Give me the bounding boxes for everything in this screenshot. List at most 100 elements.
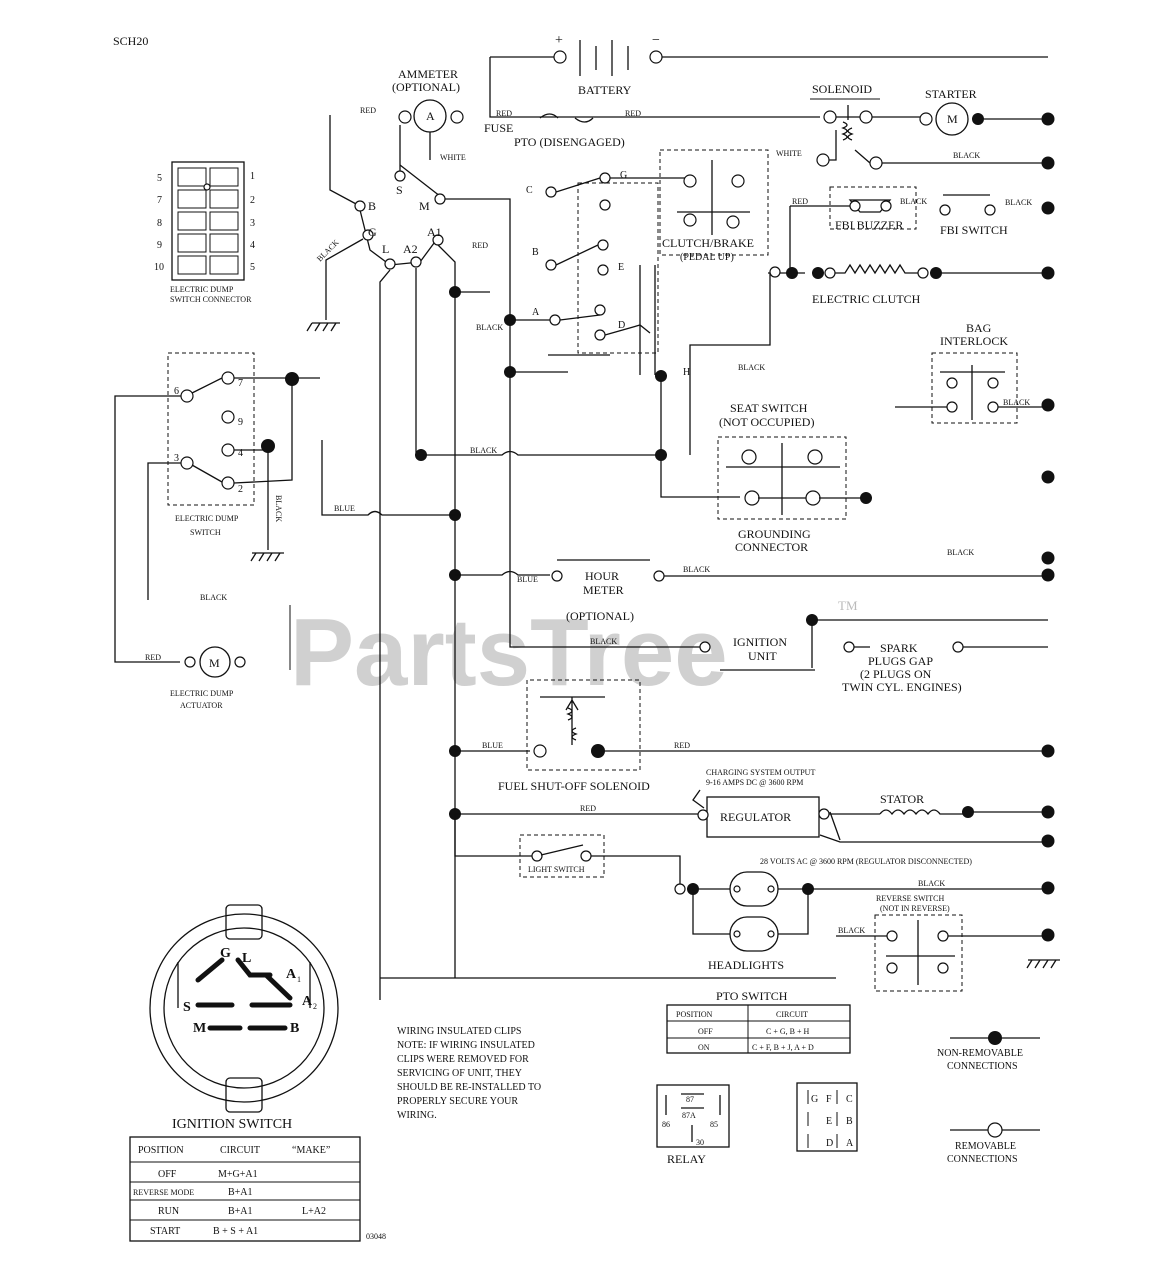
conn-pin-8: 8 [157,218,162,229]
light-switch-label: LIGHT SWITCH [528,865,585,874]
hour-meter-label-1: HOUR [585,569,619,583]
grid-b: B [846,1116,853,1127]
wire-black-main: BLACK [470,446,497,455]
dump-connector-label-1: ELECTRIC DUMP [170,285,234,294]
pto-grid: G F C E B D A [796,1082,858,1152]
pto-d: D [618,320,625,331]
clutch-brake-sub: (PEDAL UP) [680,252,734,263]
dump-actuator-label-2: ACTUATOR [180,701,223,710]
ign-r2-pos: RUN [158,1206,179,1217]
starter-symbol: M [947,112,958,126]
wire-black-bag: BLACK [1003,398,1030,407]
ammeter-symbol: A [426,109,435,123]
dump-actuator: M RED ELECTRIC DUMP ACTUATOR [145,646,246,710]
stator-label: STATOR [880,792,924,806]
legend: NON-REMOVABLE CONNECTIONS REMOVABLE CONN… [937,1031,1040,1165]
watermark: PartsTree [290,599,728,706]
ignition-switch-label: IGNITION SWITCH [172,1117,292,1132]
dump-pin-2: 2 [238,484,243,495]
stator-note: 28 VOLTS AC @ 3600 RPM (REGULATOR DISCON… [760,857,972,866]
spark-label-2: PLUGS GAP [868,654,933,668]
seat-switch-label-1: SEAT SWITCH [730,401,808,415]
relay-86: 86 [662,1120,670,1129]
wire-black-ignition: BLACK [590,637,617,646]
hour-meter-label-2: METER [583,583,624,597]
clutch-brake: CLUTCH/BRAKE (PEDAL UP) BLACK H [510,149,805,498]
clips-title: WIRING INSULATED CLIPS [397,1026,521,1037]
regulator: CHARGING SYSTEM OUTPUT 9-16 AMPS DC @ 36… [455,768,1048,866]
wire-black-pto: BLACK [476,323,503,332]
grid-f: F [826,1094,832,1105]
clips-line-5: PROPERLY SECURE YOUR [397,1096,518,1107]
dump-switch: 6 7 9 4 3 2 BLACK ELECTRIC DUMP SWITCH B… [114,352,320,670]
term-b: B [368,199,376,213]
wire-white-ammeter: WHITE [440,153,466,162]
clutch-brake-label: CLUTCH/BRAKE [662,236,754,250]
wire-black-fbi-switch: BLACK [1005,198,1032,207]
starter-label: STARTER [925,87,977,101]
term-s: S [396,183,403,197]
ignition-switch-terminals: S B M G L A2 A1 BLACK [306,115,511,1000]
ignition-switch-face: G L A 1 A 2 S M B IGNITION SWITCH [149,904,339,1132]
ignition-unit-label-1: IGNITION [733,635,787,649]
battery-positive: + [555,33,563,48]
fuse: RED RED FUSE PTO (DISENGAGED) [484,109,641,149]
face-m: M [193,1021,206,1036]
right-terminals [1041,112,1055,942]
face-g: G [220,946,231,961]
ign-r3-circ: B + S + A1 [213,1226,258,1237]
term-a1: A1 [427,225,442,239]
ammeter: AMMETER (OPTIONAL) A RED WHITE [360,67,466,162]
conn-pin-5b: 5 [250,262,255,273]
fbi-switch-label: FBI SWITCH [940,223,1008,237]
reverse-switch-label-1: REVERSE SWITCH [876,894,944,903]
grounding-label-2: CONNECTOR [735,540,808,554]
wire-black-dump: BLACK [274,495,283,522]
relay-87: 87 [686,1095,694,1104]
pto-e: E [618,262,624,273]
dump-switch-connector: 5 1 7 2 8 3 9 4 10 5 ELECTRIC DUMP SWITC… [154,161,255,304]
charging-label-2: 9-16 AMPS DC @ 3600 RPM [706,778,803,787]
fbi-switch: BLACK FBI SWITCH [939,194,1032,237]
face-b: B [290,1021,299,1036]
hour-meter: BLUE BLACK HOUR METER (OPTIONAL) BLACK [455,548,1048,623]
charging-label-1: CHARGING SYSTEM OUTPUT [706,768,815,777]
relay-label: RELAY [667,1152,706,1166]
ign-r1-pos: REVERSE MODE [133,1188,194,1197]
ign-r3-pos: START [150,1226,180,1237]
pto-r1-circ: C + F, B + J, A + D [752,1043,814,1052]
pto-h: H [683,367,690,378]
wire-red-ammeter: RED [360,106,376,115]
clips-note: WIRING INSULATED CLIPS NOTE: IF WIRING I… [397,1026,541,1121]
starter: STARTER M [919,87,1048,136]
conn-pin-3: 3 [250,218,255,229]
wire-red-actuator: RED [145,653,161,662]
legend-removable-1: REMOVABLE [955,1141,1016,1152]
pto-r0-pos: OFF [698,1027,713,1036]
seat-switch-label-2: (NOT OCCUPIED) [719,415,814,429]
legend-removable-2: CONNECTIONS [947,1154,1018,1165]
solenoid-label: SOLENOID [812,82,872,96]
pto-switch-contacts: C G B E A D BLACK RED [455,170,688,356]
wire-black-clutch-brake: BLACK [738,363,765,372]
conn-pin-4: 4 [250,240,255,251]
pto-b: B [532,247,539,258]
conn-pin-9: 9 [157,240,162,251]
pto-r1-pos: ON [698,1043,710,1052]
dump-switch-label-1: ELECTRIC DUMP [175,514,239,523]
main-wiring: BLACK BLUE [321,286,836,979]
wire-blue-hour: BLUE [517,575,538,584]
ammeter-label: AMMETER [398,67,458,81]
ignition-unit: BLACK IGNITION UNIT SPARK PLUGS GAP (2 P… [509,575,1048,694]
pto-th-circuit: CIRCUIT [776,1010,808,1019]
fbi-buzzer: RED BLACK FBI BUZZER [790,186,927,232]
grid-d: D [826,1138,833,1149]
solenoid: SOLENOID WHITE BLACK [776,82,1048,170]
dump-pin-3: 3 [174,453,179,464]
wire-red-fuse: RED [496,109,512,118]
dump-switch-label-2: SWITCH [190,528,221,537]
headlights-label: HEADLIGHTS [708,958,784,972]
fbi-buzzer-label: FBI BUZZER [835,218,903,232]
dump-pin-9: 9 [238,417,243,428]
